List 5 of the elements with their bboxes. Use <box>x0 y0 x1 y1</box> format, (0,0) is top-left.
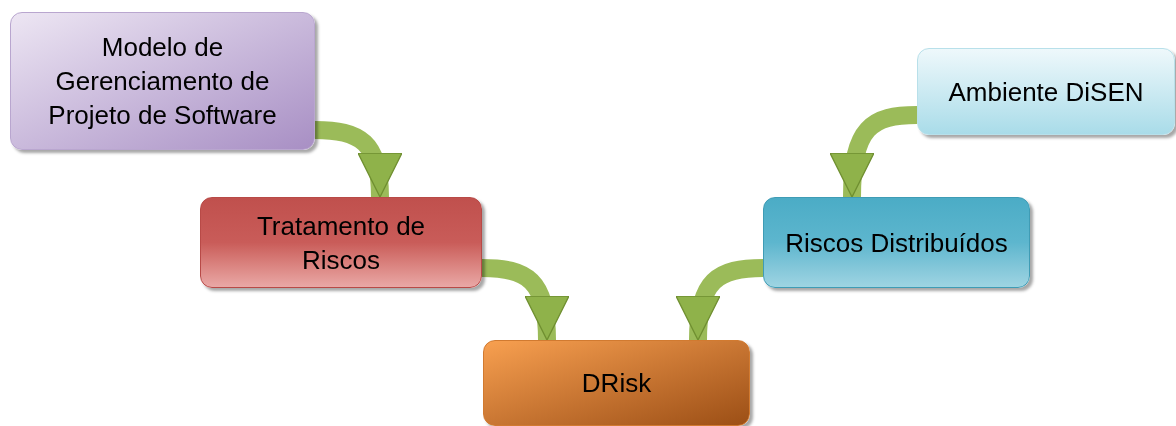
process-box: Modelo de Gerenciamento de Projeto de Software <box>10 12 315 150</box>
process-box: Tratamento de Riscos <box>200 197 482 288</box>
process-box: Ambiente DiSEN <box>917 48 1175 135</box>
process-box: Riscos Distribuídos <box>763 197 1030 288</box>
process-box: DRisk <box>483 340 750 426</box>
